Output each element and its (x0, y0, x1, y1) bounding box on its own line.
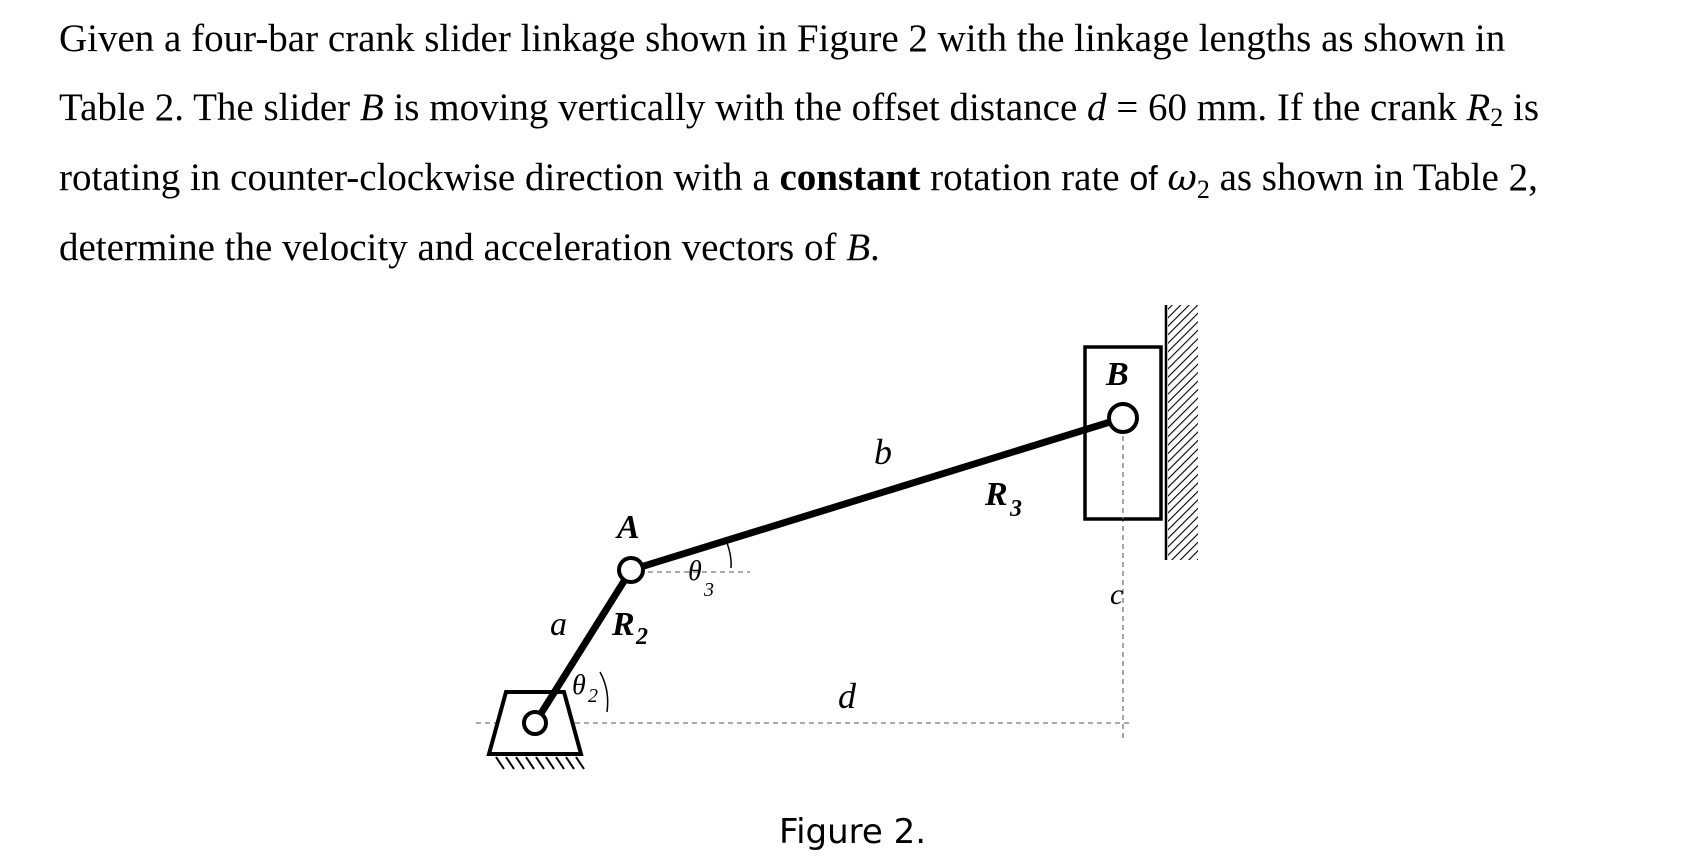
omega-symbol: ω (1167, 158, 1197, 199)
problem-line-2-eq: = 60 mm. If the crank (1106, 86, 1467, 129)
crank-variable: R (1466, 86, 1491, 129)
label-theta2: θ (572, 670, 586, 701)
problem-line-3: rotating in counter-clockwise direction … (59, 158, 1538, 203)
label-r3: R (984, 476, 1008, 513)
crank-variable-subscript: 2 (1490, 103, 1504, 132)
theta3-arc (724, 537, 732, 569)
ground-pivot-pin (522, 710, 548, 736)
problem-line-2: Table 2. The slider B is moving vertical… (59, 88, 1539, 131)
reference-lines (476, 418, 1132, 738)
ground-hatch (495, 756, 585, 770)
label-length-a: a (550, 606, 567, 643)
problem-line-4-prefix: determine the velocity and acceleration … (59, 226, 847, 269)
problem-line-1: Given a four-bar crank slider linkage sh… (59, 19, 1505, 58)
coupler-link-b (629, 414, 1125, 574)
label-length-b: b (874, 432, 892, 472)
problem-line-3-of: of (1129, 160, 1158, 198)
figure-caption: Figure 2. (779, 812, 927, 852)
label-theta3: θ (688, 556, 702, 587)
problem-line-1-text: Given a four-bar crank slider linkage sh… (59, 17, 1506, 60)
problem-line-2-suffix: is (1503, 86, 1540, 129)
label-length-c: c (1110, 578, 1123, 611)
problem-line-2-mid: is moving vertically with the offset dis… (383, 86, 1088, 129)
label-r3-subscript: 3 (1009, 496, 1022, 522)
problem-line-3-mid: rotation rate (920, 156, 1130, 199)
slider-guide-wall (1164, 305, 1198, 560)
slider-variable: B (359, 86, 384, 129)
wall-hatch (1168, 305, 1198, 560)
problem-line-3-prefix: rotating in counter-clockwise direction … (59, 156, 780, 199)
label-offset-d: d (838, 676, 857, 716)
label-r2-subscript: 2 (635, 624, 648, 650)
target-variable: B (846, 226, 871, 269)
label-r2: R (611, 606, 635, 643)
crank-link-a (532, 568, 634, 725)
joint-a-pin (617, 556, 645, 584)
problem-line-2-prefix: Table 2. The slider (59, 86, 360, 129)
label-joint-a: A (615, 509, 640, 546)
problem-line-3-suffix: as shown in Table 2, (1209, 156, 1538, 199)
omega-subscript: 2 (1196, 175, 1210, 204)
label-slider-b: B (1105, 356, 1129, 393)
offset-variable: d (1087, 86, 1107, 129)
problem-line-4: determine the velocity and acceleration … (59, 228, 880, 267)
label-theta2-subscript: 2 (588, 685, 598, 707)
theta2-arc (599, 671, 609, 713)
joint-b-pin (1107, 402, 1139, 434)
constant-emphasis: constant (779, 156, 921, 199)
problem-line-4-suffix: . (870, 226, 880, 269)
label-theta3-subscript: 3 (703, 579, 714, 601)
